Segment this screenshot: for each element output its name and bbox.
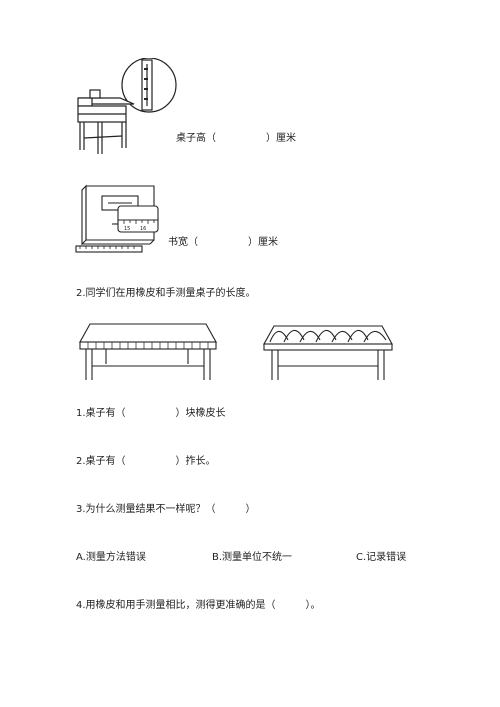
question-2-sub-1: 1.桌子有（ ）块橡皮长 — [76, 408, 226, 419]
book-width-question: 书宽（ ）厘米 — [168, 237, 278, 248]
option-a[interactable]: A.测量方法错误 — [76, 552, 146, 563]
question-2-sub-3: 3.为什么测量结果不一样呢？（ ） — [76, 504, 256, 515]
desk-height-question: 桌子高（ ）厘米 — [176, 133, 296, 144]
ruler-tick-15: 15 — [124, 226, 130, 232]
option-c[interactable]: C.记录错误 — [356, 552, 407, 563]
ruler-tick-16: 16 — [140, 226, 146, 232]
question-2-title: 2.同学们在用橡皮和手测量桌子的长度。 — [76, 288, 256, 299]
option-b[interactable]: B.测量单位不统一 — [212, 552, 293, 563]
question-4-title: 4.用橡皮和用手测量相比，测得更准确的是（ ）。 — [76, 600, 321, 611]
table-hand-illustration — [263, 325, 393, 380]
table-eraser-illustration — [79, 323, 217, 380]
book-measure-illustration: 15 16 — [75, 184, 159, 253]
desk-measure-illustration — [77, 58, 177, 154]
question-2-sub-2: 2.桌子有（ ）拃长。 — [76, 456, 216, 467]
